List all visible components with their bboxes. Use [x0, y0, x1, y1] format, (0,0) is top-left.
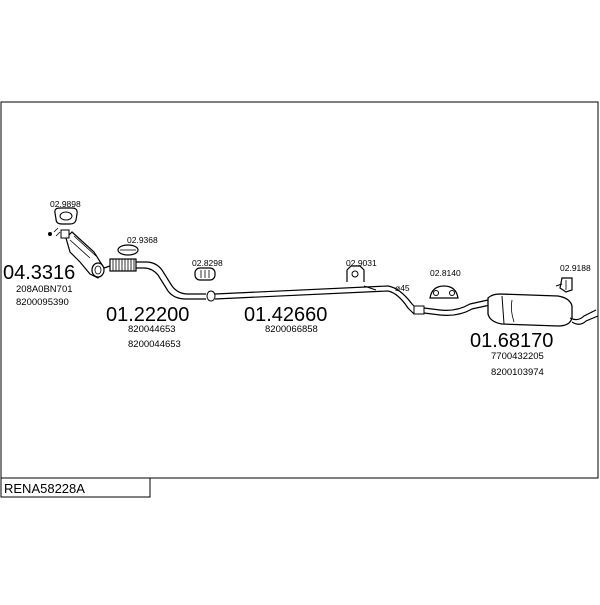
part-number: 01.42660	[244, 304, 327, 326]
part-number: 01.22200	[106, 304, 189, 326]
rear-silencer[interactable]	[487, 293, 599, 327]
gasket-icon[interactable]	[54, 207, 78, 225]
hanger-icon[interactable]	[346, 265, 377, 291]
rear-pipe[interactable]	[423, 299, 491, 316]
front-pipe[interactable]	[103, 258, 206, 300]
fitting-code: 02.9031	[346, 258, 377, 268]
part-ref: 8200044653	[128, 339, 181, 350]
reference-box	[0, 477, 151, 498]
part-ref: 8200103974	[491, 367, 544, 378]
bracket-icon[interactable]	[555, 277, 573, 293]
part-ref: 8200095390	[16, 297, 69, 308]
clamp-icon[interactable]	[117, 244, 139, 256]
center-pipe[interactable]	[214, 285, 425, 315]
part-ref: 208A0BN701	[16, 284, 73, 295]
fitting-code: 02.9898	[50, 199, 81, 209]
part-ref: 7700432205	[491, 351, 544, 362]
fitting-code: 02.8140	[430, 268, 461, 278]
rubber-mount-icon[interactable]	[429, 285, 459, 299]
part-number: 04.3316	[3, 262, 75, 284]
pipe-diameter: ø45	[395, 283, 410, 293]
part-ref: 820044653	[128, 324, 176, 335]
fitting-code: 02.9188	[560, 263, 591, 273]
joint-clamp-icon[interactable]	[194, 267, 216, 302]
fitting-code: 02.9368	[127, 235, 158, 245]
catalytic-converter[interactable]	[48, 227, 105, 279]
diagram-frame	[0, 101, 599, 479]
reference-code: RENA58228A	[4, 481, 85, 496]
part-number: 01.68170	[470, 330, 553, 352]
part-ref: 8200066858	[265, 324, 318, 335]
fitting-code: 02.8298	[192, 258, 223, 268]
